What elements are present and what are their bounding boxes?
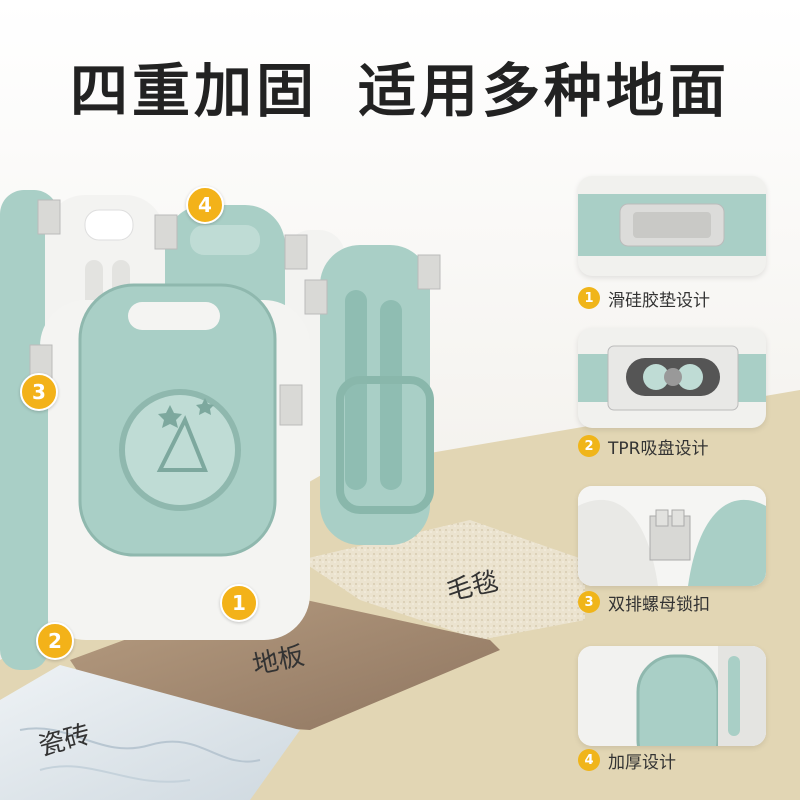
feature-card-3: [578, 486, 766, 586]
headline-right: 适用多种地面: [358, 57, 731, 125]
feature-caption-1: 1 滑硅胶垫设计: [578, 286, 778, 311]
feature-caption-4: 4 加厚设计: [578, 748, 778, 773]
feature-label-2: TPR吸盘设计: [608, 438, 709, 459]
badge-1: 1: [220, 584, 258, 622]
badge-2: 2: [36, 622, 74, 660]
headline-left: 四重加固: [69, 57, 318, 125]
feature-card-2: [578, 328, 766, 428]
feature-num-4: 4: [578, 749, 600, 771]
feature-card-4: [578, 646, 766, 746]
feature-num-2: 2: [578, 435, 600, 457]
feature-label-1: 滑硅胶垫设计: [608, 290, 710, 311]
feature-caption-3: 3 双排螺母锁扣: [578, 590, 778, 615]
playpen-panels: [0, 190, 441, 670]
badge-4: 4: [186, 186, 224, 224]
feature-label-4: 加厚设计: [608, 752, 676, 773]
badge-3: 3: [20, 373, 58, 411]
feature-label-3: 双排螺母锁扣: [608, 594, 710, 615]
feature-num-1: 1: [578, 287, 600, 309]
carpet-sample: [300, 520, 585, 640]
feature-num-3: 3: [578, 591, 600, 613]
headline: 四重加固适用多种地面: [0, 44, 800, 128]
feature-caption-2: 2 TPR吸盘设计: [578, 434, 778, 459]
feature-card-1: [578, 176, 766, 276]
